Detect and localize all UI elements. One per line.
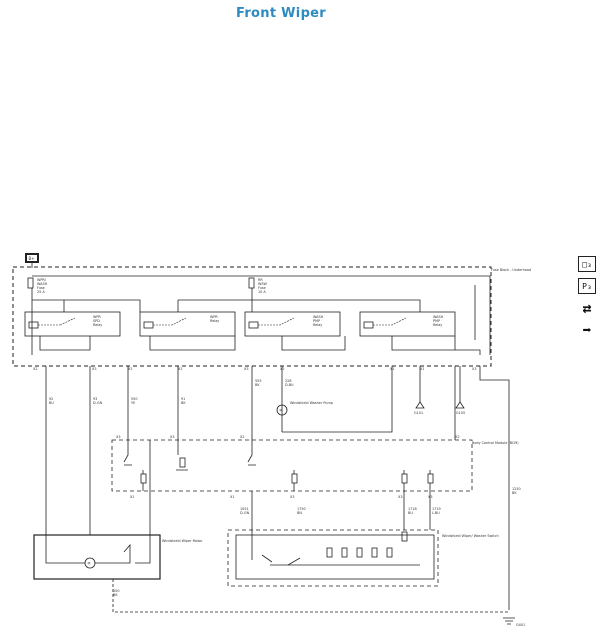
svg-text:Windshield Washer Pump: Windshield Washer Pump — [290, 401, 333, 405]
svg-text:WASH: WASH — [313, 315, 324, 319]
svg-text:G105: G105 — [456, 411, 465, 415]
swap-direction-icon[interactable]: ⇄ — [578, 299, 596, 317]
connector-view-icon[interactable]: □₃ — [578, 256, 596, 272]
bcm-outline: Body Control Module (BCM) — [111, 439, 519, 492]
svg-text:Fuse: Fuse — [37, 286, 45, 290]
svg-text:BU: BU — [408, 511, 413, 515]
next-page-icon[interactable]: ➡ — [578, 321, 596, 339]
svg-text:1719: 1719 — [432, 507, 441, 511]
svg-text:WPR/: WPR/ — [37, 278, 47, 282]
pinout-icon[interactable]: P₃ — [578, 278, 596, 294]
svg-text:X3: X3 — [92, 367, 96, 371]
svg-text:X2: X2 — [33, 367, 37, 371]
svg-text:YE: YE — [131, 401, 135, 405]
svg-text:X3: X3 — [398, 495, 402, 499]
svg-text:BK: BK — [512, 491, 517, 495]
svg-text:Windshield Wiper Motor: Windshield Wiper Motor — [162, 539, 203, 543]
svg-text:150: 150 — [113, 589, 119, 593]
svg-text:1718: 1718 — [408, 507, 417, 511]
svg-text:BK: BK — [113, 593, 118, 597]
svg-text:PMP: PMP — [433, 319, 440, 323]
svg-text:D-GN: D-GN — [240, 511, 250, 515]
svg-text:X2: X2 — [240, 435, 244, 439]
svg-text:X1: X1 — [130, 495, 134, 499]
bcm-connectors: X3 X3 X2 X2 X1 X1 X3 X3 X3 — [116, 435, 459, 499]
wiper-motor: M Windshield Wiper Motor — [33, 534, 203, 580]
svg-text:D-GN: D-GN — [93, 401, 103, 405]
svg-text:G101: G101 — [414, 411, 423, 415]
svg-text:10 A: 10 A — [258, 290, 266, 294]
svg-text:Relay: Relay — [210, 319, 219, 323]
svg-text:228: 228 — [285, 379, 291, 383]
svg-text:X3: X3 — [170, 435, 174, 439]
fuse-block-connectors: X2 X3 X2 X2 X3 X2 X1 X1 X3 — [33, 367, 476, 371]
svg-text:PMP: PMP — [313, 319, 320, 323]
svg-text:B+: B+ — [29, 256, 35, 261]
svg-text:X3: X3 — [116, 435, 120, 439]
svg-text:X3: X3 — [290, 495, 294, 499]
svg-text:Fuse Block - Underhood: Fuse Block - Underhood — [491, 268, 531, 272]
svg-text:WASH: WASH — [433, 315, 444, 319]
svg-text:BU: BU — [49, 401, 54, 405]
svg-text:X3: X3 — [472, 367, 476, 371]
relay-wash-pmp-b: WASH PMP Relay — [359, 311, 456, 337]
svg-text:Body Control Module (BCM): Body Control Module (BCM) — [472, 441, 519, 445]
ground-g101: G101 — [414, 401, 425, 415]
svg-text:RR: RR — [258, 278, 263, 282]
svg-text:X1: X1 — [230, 495, 234, 499]
fuse-rr-wsw: RR WSW Fuse 10 A — [248, 277, 268, 294]
svg-text:25 A: 25 A — [37, 290, 45, 294]
battery-marker: B+ — [25, 253, 39, 263]
svg-text:WASH: WASH — [37, 282, 48, 286]
wire-labels: 92 BU 93 D-GN 550 YE 91 BK 555 BK 228 D-… — [49, 379, 521, 597]
fuse-wpr-wash: WPR/ WASH Fuse 25 A — [27, 277, 48, 294]
svg-text:WSW: WSW — [258, 282, 268, 286]
svg-text:92: 92 — [49, 397, 53, 401]
svg-text:M: M — [88, 562, 91, 566]
relay-wash-pmp-a: WASH PMP Relay — [244, 311, 341, 337]
svg-text:Relay: Relay — [313, 323, 322, 327]
svg-text:X2: X2 — [128, 367, 132, 371]
washer-pump: M Windshield Washer Pump — [276, 401, 333, 416]
svg-text:X1: X1 — [420, 367, 424, 371]
svg-text:93: 93 — [93, 397, 97, 401]
relay-wpr: WPR Relay — [139, 311, 236, 337]
relay-wpr-spd: WPR SPD Relay — [24, 311, 121, 337]
svg-text:1250: 1250 — [512, 487, 521, 491]
svg-text:WPR: WPR — [93, 315, 101, 319]
svg-text:Relay: Relay — [433, 323, 442, 327]
svg-text:1051: 1051 — [240, 507, 249, 511]
svg-text:X2: X2 — [178, 367, 182, 371]
svg-text:Fuse: Fuse — [258, 286, 266, 290]
svg-text:BK: BK — [255, 383, 260, 387]
svg-text:X3: X3 — [244, 367, 248, 371]
svg-text:BK: BK — [181, 401, 186, 405]
svg-text:550: 550 — [131, 397, 137, 401]
svg-text:M: M — [280, 409, 283, 413]
ground-g105: G105 — [455, 401, 465, 415]
svg-text:1750: 1750 — [297, 507, 306, 511]
svg-text:Windshield Wiper/ Washer Switc: Windshield Wiper/ Washer Switch — [442, 534, 499, 538]
svg-text:WPR: WPR — [210, 315, 218, 319]
svg-text:L-BU: L-BU — [432, 511, 440, 515]
svg-text:555: 555 — [255, 379, 261, 383]
svg-text:SPD: SPD — [93, 319, 100, 323]
svg-text:Relay: Relay — [93, 323, 102, 327]
svg-text:X2: X2 — [455, 435, 459, 439]
fuse-block-outline: Fuse Block - Underhood — [12, 266, 531, 367]
svg-text:91: 91 — [181, 397, 185, 401]
page-title: Front Wiper — [235, 6, 326, 21]
ground-g401: G401 — [503, 617, 525, 627]
washer-switch: Windshield Wiper/ Washer Switch — [227, 529, 499, 587]
svg-text:BN: BN — [297, 511, 302, 515]
svg-text:D-BU: D-BU — [285, 383, 294, 387]
svg-text:G401: G401 — [516, 623, 525, 627]
